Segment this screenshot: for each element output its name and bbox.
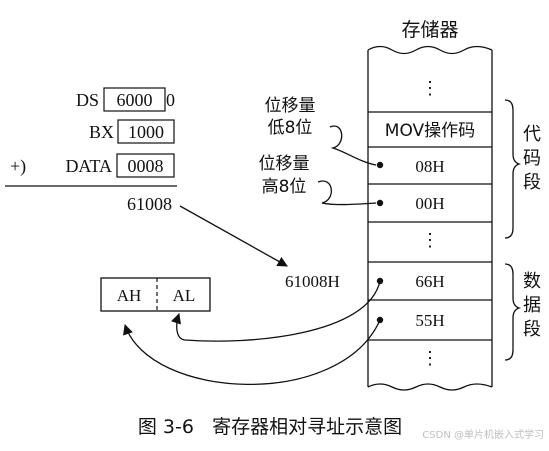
transfer-arrow-al [171,280,381,342]
callout-text: 位移量 [259,154,310,174]
memory-cell-ellipsis: ⋮ [421,348,439,368]
watermark: CSDN @单片机嵌入式学习 [422,428,544,441]
bx-value-box [117,119,175,144]
callout-squiggle [317,180,377,206]
address-arrow [179,205,288,267]
ax-register: AH AL [100,277,211,312]
memory-cell-ellipsis: ⋮ [421,230,439,250]
memory-column: ⋮ MOV操作码 08H 00H ⋮ 66H 55H ⋮ [367,45,493,391]
callout-squiggle [329,125,377,166]
memory-cell-data-high: 55H [415,311,444,330]
memory-title: 存储器 [401,19,458,41]
callout-disp-low: 位移量 低8位 [265,96,377,166]
memory-cell-ellipsis: ⋮ [421,78,439,98]
ds-shift-zero: 0 [166,90,175,110]
data-label: DATA [65,156,112,176]
code-segment-label: 码 [523,148,541,169]
memory-pointer-dot [376,161,384,169]
data-segment-label: 段 [523,319,541,340]
code-segment-label: 段 [523,172,541,193]
figure-caption: 图 3-6 寄存器相对寻址示意图 [138,416,402,438]
memory-cell-opcode: MOV操作码 [385,121,475,141]
sum-result: 61008 [127,194,172,214]
callout-text: 高8位 [262,177,307,197]
memory-cell-disp-low: 08H [415,157,444,176]
effective-address-label: 61008H [285,272,340,291]
ds-value-box [103,87,166,112]
callout-text: 低8位 [268,118,313,138]
code-segment-label: 代 [523,124,541,145]
address-calculation: DS 6000 0 BX 1000 +) DATA 0008 61008 [5,87,177,214]
data-segment-label: 据 [523,295,541,316]
transfer-arrow-ah [123,319,381,386]
code-segment-brace: 代 码 段 [504,99,541,239]
brace-icon [504,263,522,361]
callout-text: 位移量 [265,96,316,116]
ah-label: AH [117,286,142,305]
ds-value: 6000 [117,90,153,110]
data-value-box [116,153,175,178]
memory-cell-disp-high: 00H [415,194,444,213]
ax-register-box [100,277,211,312]
memory-pointer-dot [376,199,384,207]
plus-sign: +) [10,156,26,177]
memory-torn-top [367,45,493,55]
bx-label: BX [89,122,114,142]
data-value: 0008 [128,156,164,176]
bx-value: 1000 [128,122,164,142]
ds-label: DS [76,90,99,110]
brace-icon [504,99,522,239]
callout-disp-high: 位移量 高8位 [259,154,377,206]
memory-cell-data-low: 66H [415,272,444,291]
memory-torn-bottom [367,383,493,391]
data-segment-label: 数 [523,271,541,292]
data-segment-brace: 数 据 段 [504,263,541,361]
al-label: AL [173,286,196,305]
